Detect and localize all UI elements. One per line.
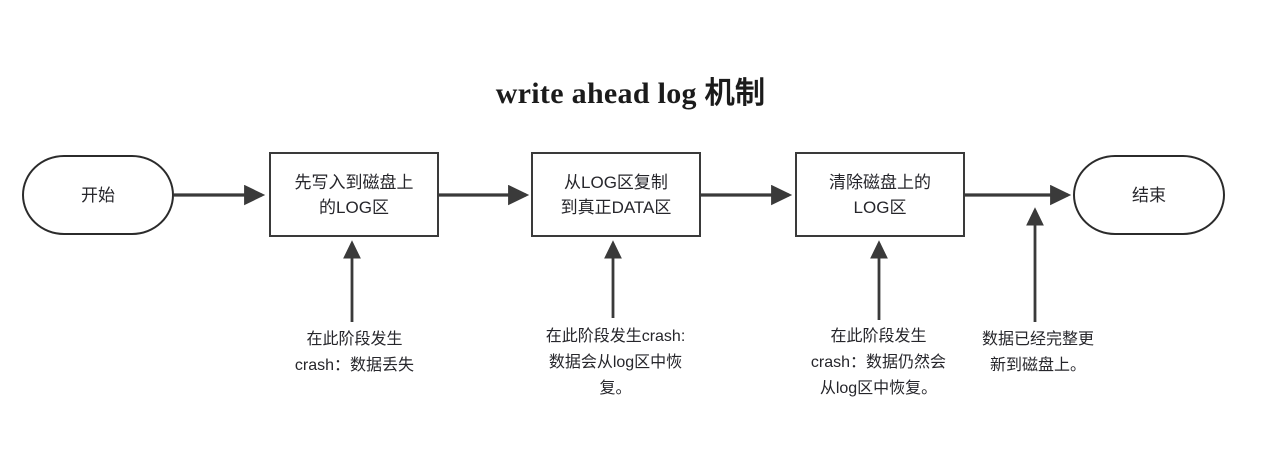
node-step2[interactable]: 从LOG区复制 到真正DATA区: [531, 152, 701, 237]
page-title: write ahead log 机制: [495, 77, 766, 110]
node-step1[interactable]: 先写入到磁盘上 的LOG区: [269, 152, 439, 237]
node-step1-label: 先写入到磁盘上 的LOG区: [294, 172, 414, 217]
annotation-note3: 在此阶段发生 crash：数据仍然会 从log区中恢复。: [810, 328, 947, 397]
node-end[interactable]: 结束: [1073, 155, 1225, 235]
node-step2-label: 从LOG区复制 到真正DATA区: [560, 172, 672, 217]
annotation-note4: 数据已经完整更 新到磁盘上。: [981, 331, 1094, 374]
node-step3[interactable]: 清除磁盘上的 LOG区: [795, 152, 965, 237]
node-start-label: 开始: [81, 185, 115, 205]
node-end-label: 结束: [1132, 185, 1166, 205]
annotation-note2: 在此阶段发生crash: 数据会从log区中恢 复。: [545, 328, 686, 397]
node-step3-label: 清除磁盘上的 LOG区: [829, 172, 931, 217]
annotation-note1: 在此阶段发生 crash：数据丢失: [294, 331, 415, 374]
node-start[interactable]: 开始: [22, 155, 174, 235]
